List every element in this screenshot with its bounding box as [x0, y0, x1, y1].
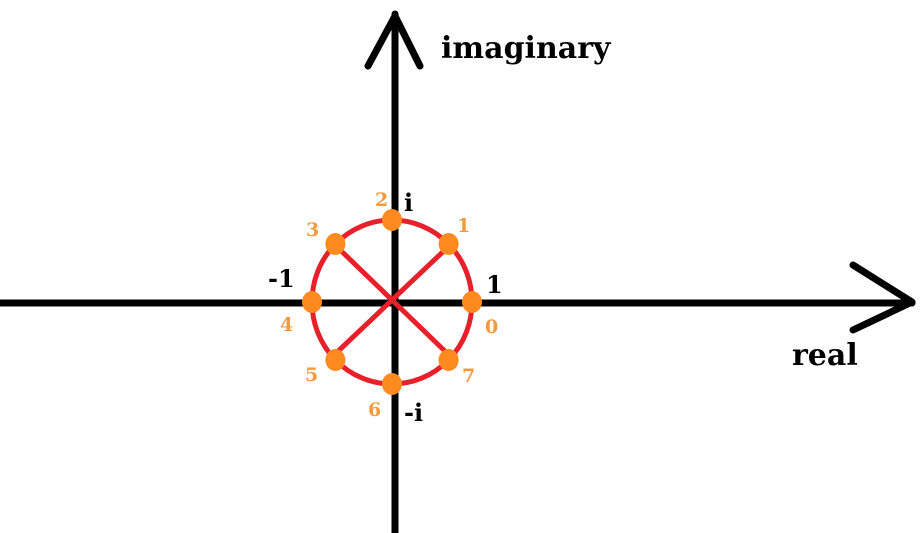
index-label-1: 1 [457, 215, 470, 237]
real-axis-arrowhead [849, 261, 916, 334]
label-minus-i: -i [404, 398, 423, 427]
axes [0, 10, 916, 533]
index-label-2: 2 [375, 189, 388, 211]
index-labels: 0 1 2 3 4 5 6 7 [280, 189, 498, 421]
index-label-6: 6 [368, 399, 381, 421]
real-axis-label: real [792, 338, 858, 373]
index-label-0: 0 [485, 316, 498, 338]
root-point-1 [438, 233, 459, 255]
index-label-5: 5 [305, 364, 318, 386]
diagonal-3-7 [330, 240, 453, 359]
root-point-0 [462, 291, 482, 313]
label-minus-one: -1 [268, 264, 295, 293]
imaginary-axis-arrowhead [364, 12, 424, 70]
root-point-7 [438, 349, 459, 371]
imaginary-axis-label: imaginary [441, 31, 612, 66]
value-labels: 1 -1 i -i [268, 188, 503, 427]
root-point-6 [382, 373, 402, 395]
index-label-7: 7 [462, 365, 475, 387]
label-one: 1 [486, 270, 503, 299]
label-i: i [404, 188, 413, 217]
root-point-4 [302, 291, 322, 313]
root-point-2 [382, 209, 402, 231]
root-point-3 [325, 233, 346, 255]
index-label-3: 3 [306, 219, 319, 241]
root-point-5 [325, 349, 346, 371]
index-label-4: 4 [280, 314, 293, 336]
root-points [302, 209, 482, 395]
